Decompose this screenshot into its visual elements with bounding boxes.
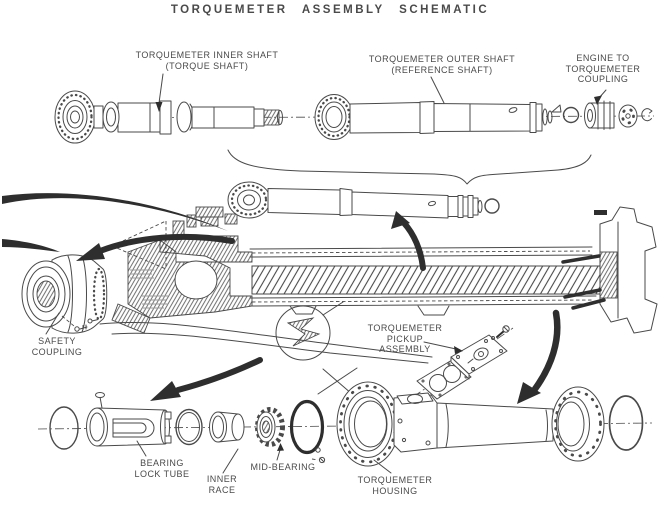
page-title: TORQUEMETER ASSEMBLY SCHEMATIC [170, 4, 490, 16]
torquemeter-housing-drawing [317, 367, 605, 467]
label-pickup-assembly: TORQUEMETER PICKUP ASSEMBLY [367, 323, 443, 354]
o-ring-dark [289, 399, 325, 455]
safety-coupling-screws [61, 315, 99, 332]
o-ring-large [49, 406, 79, 450]
label-leaders [45, 73, 607, 474]
assembly-flow-arrows [76, 211, 561, 404]
o-ring-right [608, 395, 644, 451]
label-safety-coupling: SAFETY COUPLING [31, 336, 83, 357]
engine-coupling-parts-drawing [551, 100, 653, 130]
label-engine-coupling: ENGINE TO TORQUEMETER COUPLING [565, 53, 641, 84]
outer-shaft-drawing [314, 94, 553, 140]
mid-bearing-drawing [255, 407, 285, 447]
grouping-brace [227, 149, 592, 185]
bottom-row-parts [49, 367, 644, 467]
detail-circle [275, 301, 344, 361]
label-mid-bearing: MID-BEARING [250, 462, 316, 472]
label-torquemeter-housing: TORQUEMETER HOUSING [357, 475, 433, 496]
assembly-flow-curves-left [2, 193, 228, 252]
inner-shaft-drawing [54, 90, 283, 144]
label-inner-race: INNER RACE [206, 474, 238, 495]
bearing-lock-tube-drawing [86, 392, 172, 447]
top-row-centerline [57, 115, 655, 119]
safety-coupling-drawing [21, 254, 108, 334]
label-bearing-lock-tube: BEARING LOCK TUBE [134, 458, 190, 479]
pickup-assembly-drawing [412, 325, 514, 400]
inner-race-drawing [209, 411, 245, 443]
retaining-ring [175, 408, 203, 446]
tiny-screw [311, 456, 326, 464]
assembled-shaft-drawing [227, 181, 500, 219]
label-outer-shaft: TORQUEMETER OUTER SHAFT (REFERENCE SHAFT… [368, 54, 516, 75]
fine-print-callouts [130, 269, 168, 309]
label-inner-shaft: TORQUEMETER INNER SHAFT (TORQUE SHAFT) [135, 50, 279, 71]
